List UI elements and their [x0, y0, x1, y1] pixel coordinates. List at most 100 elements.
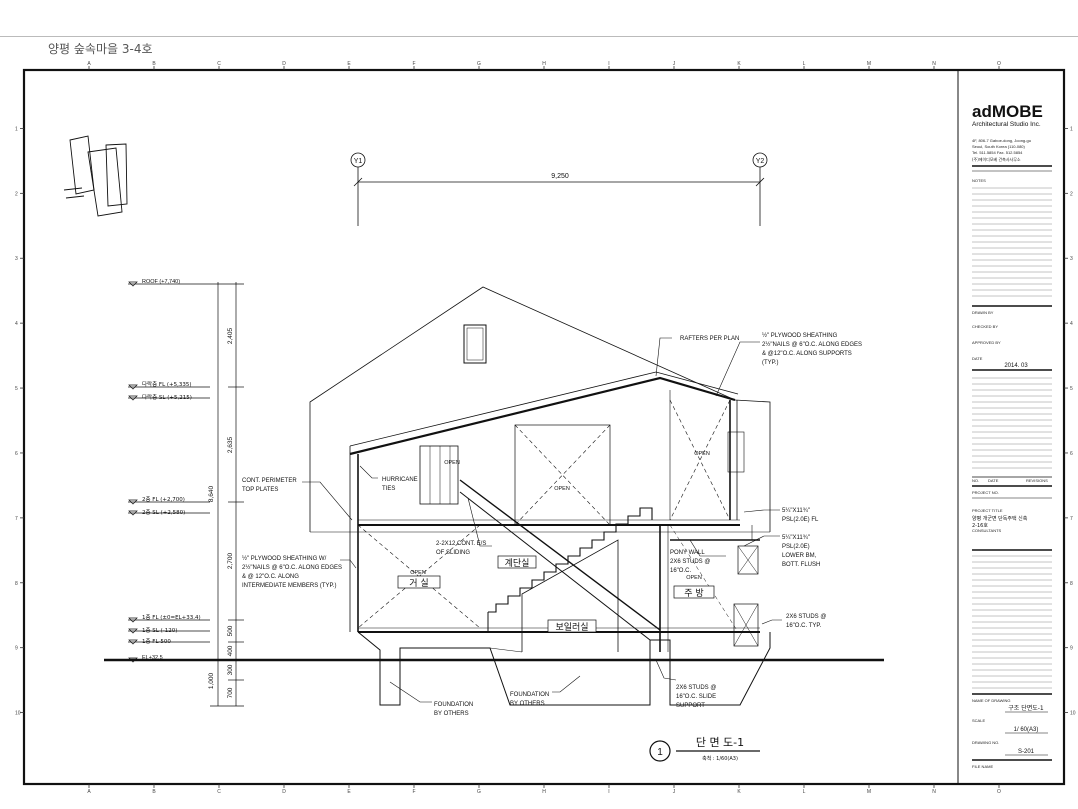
- grid-row-label: 6: [15, 451, 18, 457]
- header-rule: [0, 36, 1078, 37]
- note-wall-3: & @ 12"O.C. ALONG: [242, 574, 299, 580]
- level-attic-fl: 다락층 FL (+5,335): [142, 380, 192, 388]
- grid-column-label: I: [608, 789, 609, 795]
- level-markers: [128, 281, 210, 663]
- level-1f-fl: 1층 FL (±0=EL+33.4): [142, 613, 201, 621]
- grid-column-label: G: [477, 789, 481, 795]
- grid-row-label: 5: [15, 386, 18, 392]
- note-hurricane-1: HURRICANE: [382, 477, 418, 483]
- note-plywood-2: 2½"NAILS @ 6"O.C. ALONG EDGES: [762, 341, 862, 348]
- grid-row-label: 4: [15, 321, 18, 327]
- grid-ticks: [20, 66, 1068, 788]
- dim-1000: 1,000: [208, 672, 215, 689]
- grid-column-label: L: [803, 789, 806, 795]
- dim-300: 300: [227, 664, 234, 675]
- note-hurricane-2: TIES: [382, 486, 395, 492]
- section-tag-title: 단 면 도-1: [696, 736, 744, 749]
- grid-row-label: 10: [1070, 711, 1076, 717]
- room-boiler: 보일러실: [555, 622, 588, 633]
- grid-row-label: 2: [1070, 191, 1073, 197]
- level-1f-sl: 1층 SL (-120): [142, 626, 177, 634]
- grid-column-label: O: [997, 789, 1001, 795]
- file-name-label: FILE NAME: [972, 764, 993, 769]
- note-studs-2: 16"O.C. TYP.: [786, 623, 822, 629]
- section-tag-scale: 축척 : 1/60(A3): [702, 755, 738, 762]
- grid-column-label: C: [217, 61, 221, 67]
- name-of-drawing-label: NAME OF DRAWING: [972, 698, 1011, 703]
- grid-column-label: E: [347, 789, 351, 795]
- rev-no-label: NO.: [972, 478, 979, 483]
- rev-revisions-label: REVISIONS: [1026, 478, 1048, 483]
- note-psl1-2: PSL(2.0E) FL: [782, 517, 819, 523]
- title-block: [957, 71, 1052, 783]
- checked-by-label: CHECKED BY: [972, 324, 998, 329]
- dim-total: 8,640: [208, 485, 215, 502]
- grid-column-label: O: [997, 61, 1001, 67]
- date-value: 2014. 03: [1004, 363, 1028, 369]
- grid-row-label: 10: [15, 711, 21, 717]
- grid-column-label: A: [87, 61, 91, 67]
- grid-column-label: N: [932, 789, 936, 795]
- note-psl2-2: PSL(2.0E): [782, 544, 810, 550]
- section-tag-number: 1: [657, 747, 663, 758]
- name-of-drawing-value: 구조 단면도-1: [1008, 704, 1044, 712]
- note-psl2-1: 5¼"X11¾": [782, 535, 810, 541]
- room-living-box: [397, 575, 441, 589]
- grid-column-label: L: [803, 61, 806, 67]
- room-stair: 계단실: [505, 557, 530, 569]
- note-plywood-1: ½" PLYWOOD SHEATHING: [762, 332, 838, 339]
- dim-2405: 2,405: [227, 327, 234, 344]
- open-label-right: OPEN: [694, 451, 710, 457]
- grid-column-label: B: [152, 789, 156, 795]
- grid-column-label: B: [152, 61, 156, 67]
- note-foundation-2b: BY OTHERS: [510, 701, 545, 707]
- grid-column-label: M: [867, 789, 871, 795]
- grid-row-label: 8: [1070, 581, 1073, 587]
- note-wall-4: INTERMEDIATE MEMBERS (TYP.): [242, 583, 336, 589]
- date-label: DATE: [972, 356, 983, 361]
- grid-column-label: K: [737, 61, 741, 67]
- note-foundation-2a: FOUNDATION: [510, 692, 549, 698]
- firm-name-kr: (주)에이디모베 건축사사무소: [972, 156, 1021, 162]
- room-boiler-box: [547, 619, 597, 633]
- grid-row-label: 7: [15, 516, 18, 522]
- drawn-by-label: DRAWN BY: [972, 310, 994, 315]
- section-tag: [649, 740, 760, 762]
- note-slide-2: 16"O.C. SLIDE: [676, 694, 716, 700]
- sheet-border: [22, 68, 1066, 786]
- dim-2635: 2,635: [227, 436, 234, 453]
- approved-by-label: APPROVED BY: [972, 340, 1001, 345]
- firm-subtitle: Architectural Studio Inc.: [972, 121, 1041, 128]
- project-title-1: 양평 개군면 단독주택 신축: [972, 515, 1028, 522]
- level-2f-sl: 2층 SL (+2,580): [142, 508, 185, 516]
- level-el: EL+32.5: [142, 655, 163, 661]
- note-plywood-3: & @12"O.C. ALONG SUPPORTS: [762, 351, 852, 357]
- note-pony-1: PONY WALL: [670, 550, 705, 556]
- open-label-center: OPEN: [554, 486, 570, 492]
- axis-y2-label: Y2: [756, 158, 765, 165]
- grid-column-label: M: [867, 61, 871, 67]
- building-section: [309, 286, 771, 706]
- grid-row-label: 1: [15, 126, 18, 132]
- drawing-no-value: S-201: [1018, 749, 1035, 755]
- grid-column-label: C: [217, 789, 221, 795]
- firm-name: adMOBE: [972, 102, 1043, 121]
- room-stair-box: [497, 555, 537, 569]
- note-cont-2: TOP PLATES: [242, 487, 278, 493]
- note-cont-es-1: 2-2X12 CONT. E/S: [436, 541, 486, 547]
- grid-column-label: N: [932, 61, 936, 67]
- dim-400: 400: [227, 645, 234, 656]
- grid-row-label: 5: [1070, 386, 1073, 392]
- axis-y1-label: Y1: [354, 158, 363, 165]
- dim-500: 500: [227, 625, 234, 636]
- grid-row-label: 1: [1070, 126, 1073, 132]
- grid-row-label: 2: [15, 191, 18, 197]
- grid-column-label: F: [412, 789, 415, 795]
- note-psl2-3: LOWER BM,: [782, 553, 817, 559]
- grid-column-label: H: [542, 789, 546, 795]
- scale-value: 1/ 60(A3): [1014, 727, 1039, 733]
- room-kitchen-box: [673, 585, 715, 599]
- grid-column-label: J: [673, 61, 676, 67]
- note-foundation-1a: FOUNDATION: [434, 702, 473, 708]
